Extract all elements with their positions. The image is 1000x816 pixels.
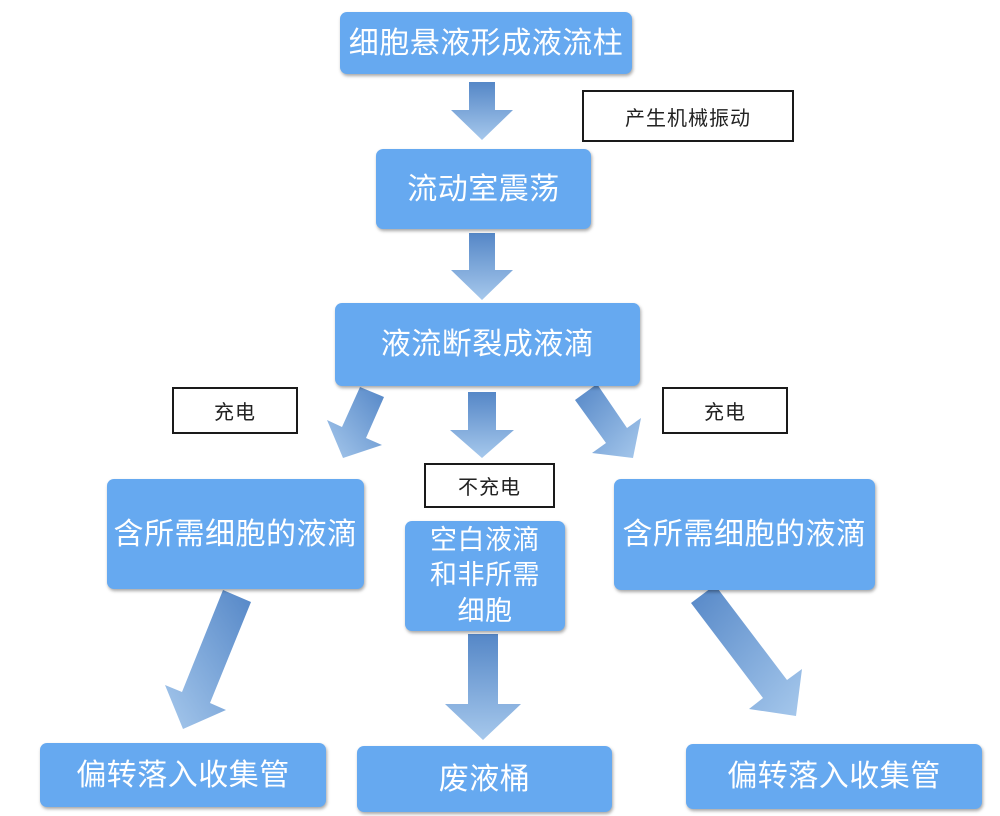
node-collection-tube-right: 偏转落入收集管: [686, 744, 982, 809]
node-desired-cell-droplet-right: 含所需细胞的液滴: [614, 479, 875, 590]
arrow-breakup-to-mid-droplet: [450, 392, 514, 458]
annotation-mechanical-vibration: 产生机械振动: [582, 90, 794, 142]
arrow-top-to-flow-chamber: [451, 82, 513, 140]
node-waste-bucket: 废液桶: [357, 746, 612, 812]
node-collection-tube-left: 偏转落入收集管: [40, 743, 326, 807]
arrow-breakup-to-right-droplet: [575, 384, 641, 458]
annotation-charge-right: 充电: [662, 387, 788, 434]
node-stream-breakup: 液流断裂成液滴: [335, 303, 640, 386]
arrow-breakup-to-left-droplet: [327, 387, 384, 458]
node-cell-suspension: 细胞悬液形成液流柱: [340, 12, 632, 74]
arrow-right-droplet-to-collect: [691, 585, 802, 716]
node-flow-chamber: 流动室震荡: [376, 149, 591, 229]
node-desired-cell-droplet-left: 含所需细胞的液滴: [107, 479, 364, 589]
arrow-flow-chamber-to-breakup: [451, 233, 513, 300]
annotation-charge-left: 充电: [172, 387, 298, 434]
arrow-left-droplet-to-collect: [165, 590, 251, 729]
node-blank-droplet: 空白液滴 和非所需 细胞: [405, 521, 565, 631]
annotation-no-charge: 不充电: [424, 463, 555, 508]
arrow-mid-droplet-to-waste: [445, 634, 521, 740]
